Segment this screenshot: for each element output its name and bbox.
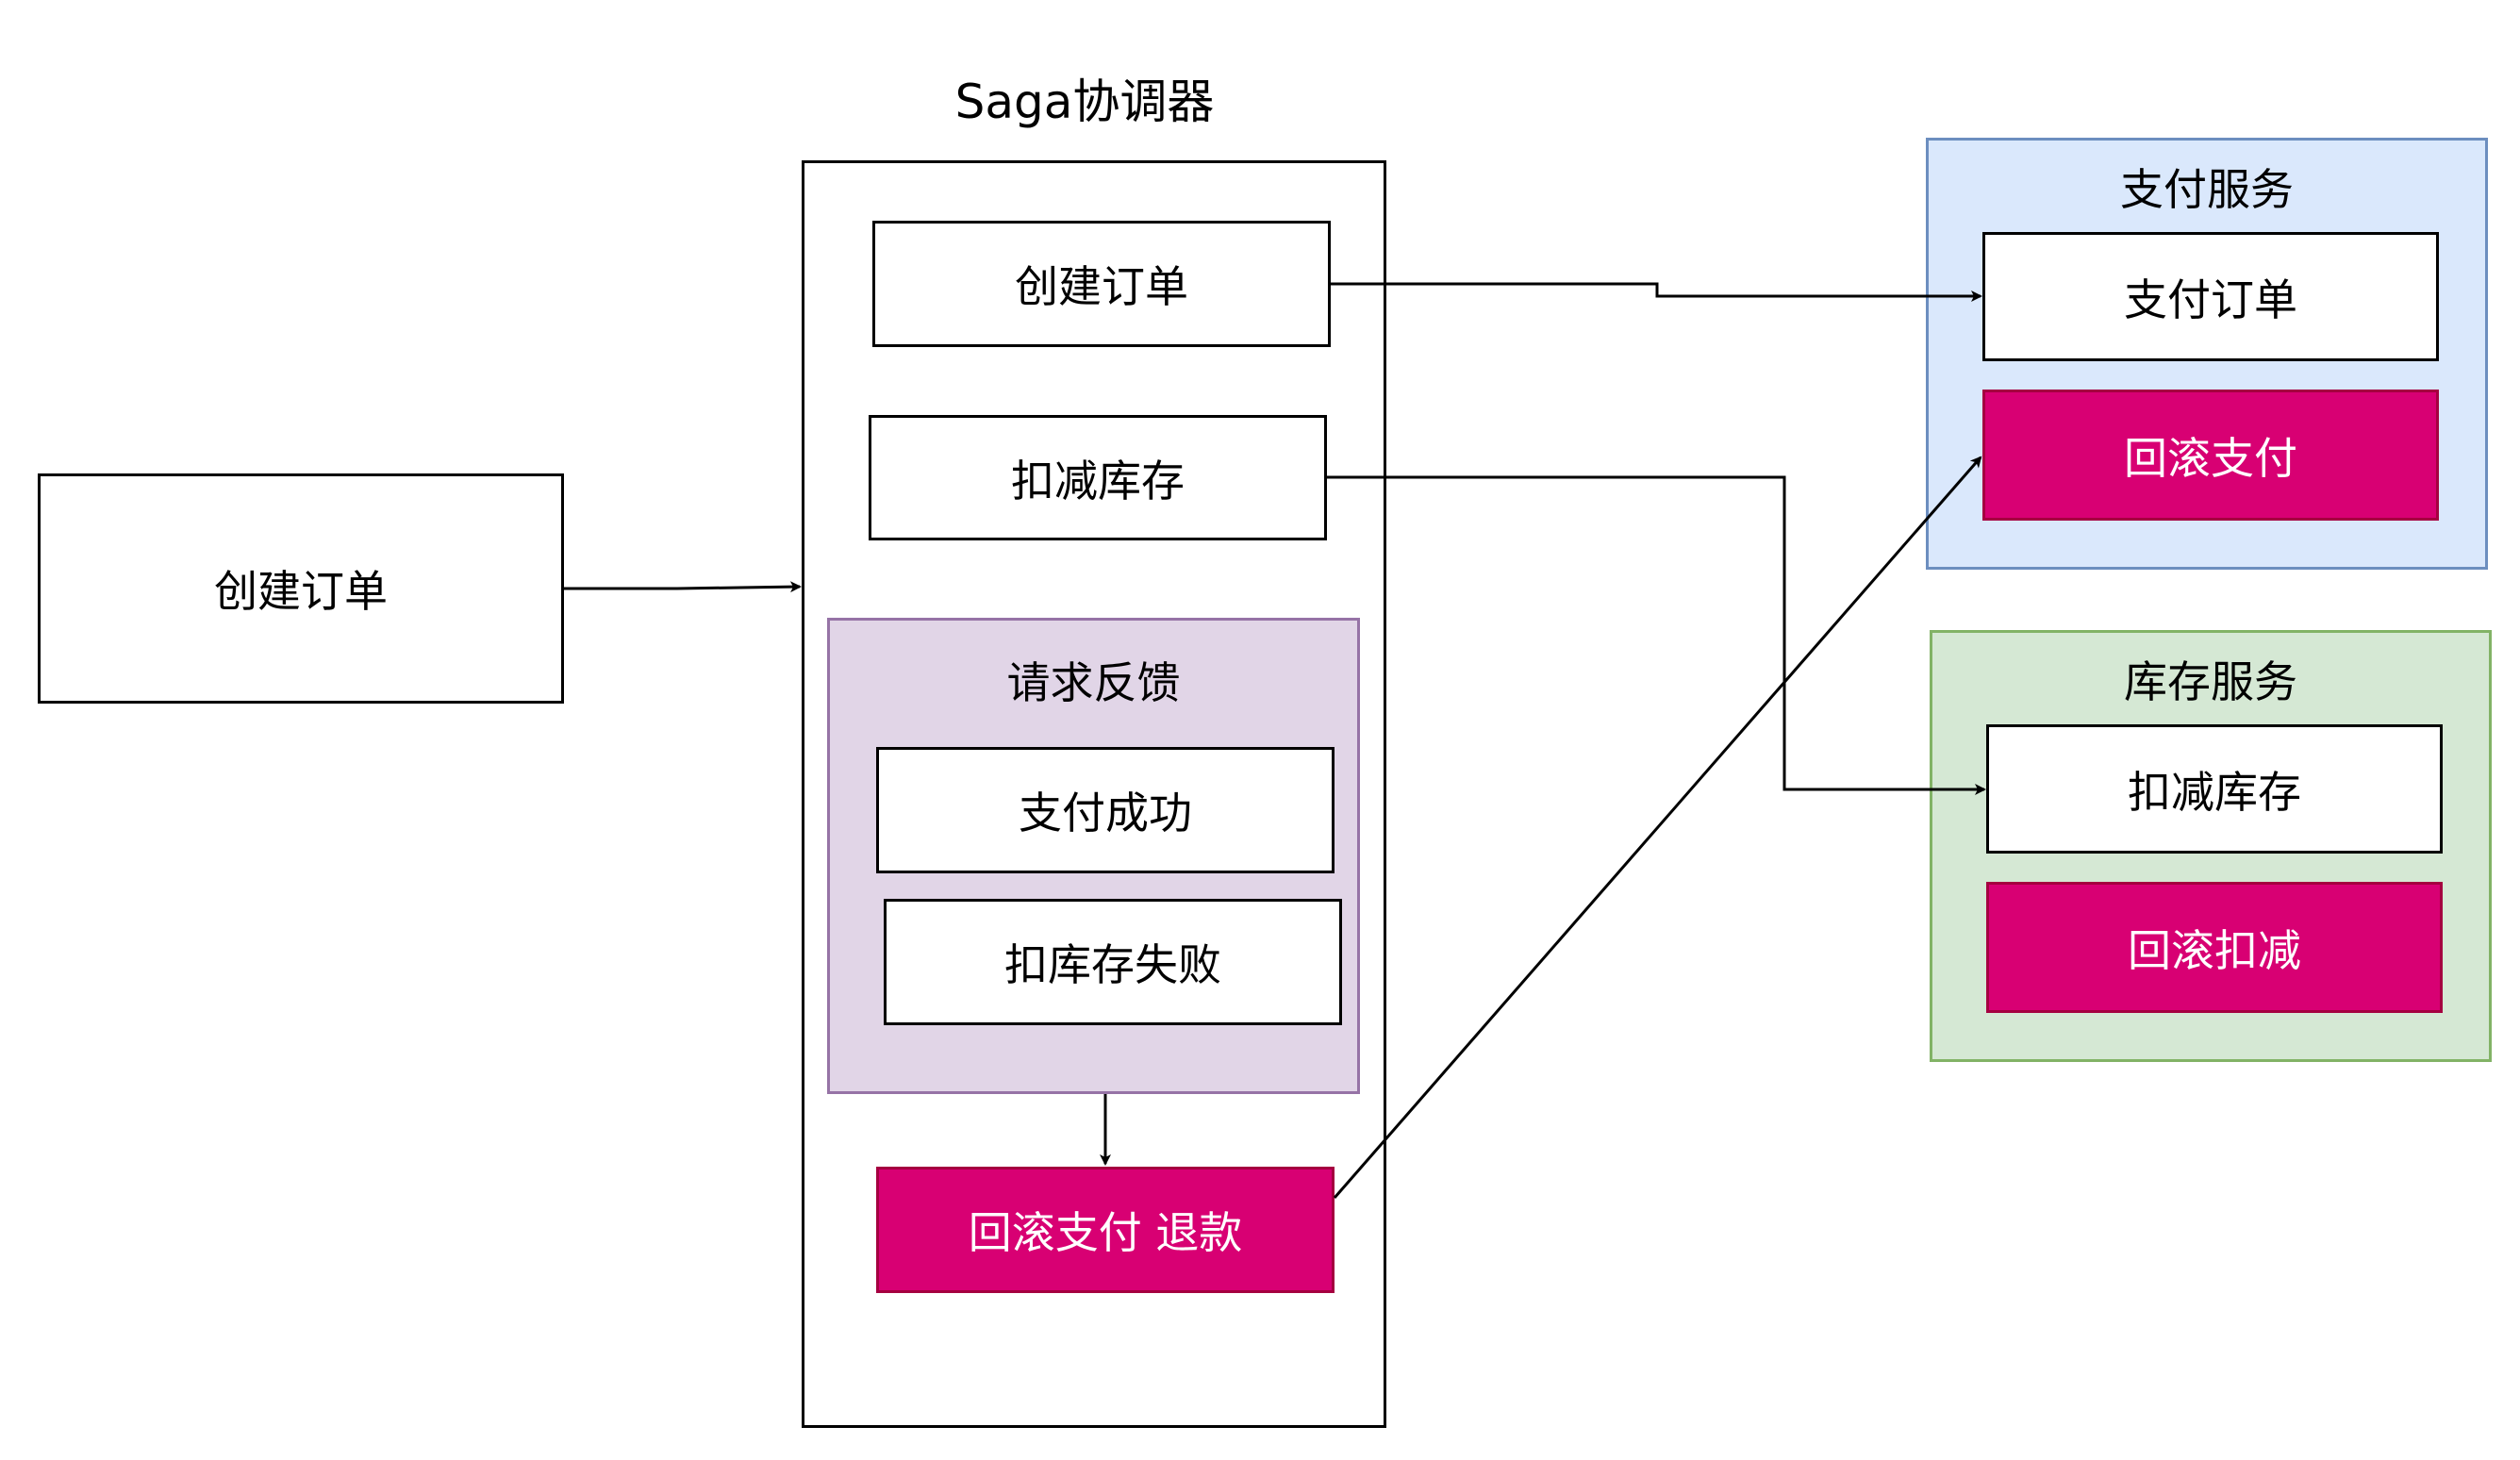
client-to-coordinator-arrow <box>564 581 802 593</box>
coordinator-title: Saga协调器 <box>954 75 1215 129</box>
client-create-order-node[interactable]: 创建订单 <box>38 473 564 704</box>
step-deduct-inventory-node[interactable]: 扣减库存 <box>869 415 1327 540</box>
client-create-order-label: 创建订单 <box>214 566 388 617</box>
rollback-deduction-label: 回滚扣减 <box>2128 924 2301 976</box>
rollback-deduction-node[interactable]: 回滚扣减 <box>1986 882 2443 1013</box>
inventory-service-title: 库存服务 <box>2124 656 2297 707</box>
rollback-payment-node[interactable]: 回滚支付 <box>1982 390 2439 521</box>
deduct-to-inventory-service-arrow <box>1327 475 1986 795</box>
rollback-payment-label: 回滚支付 <box>2124 432 2297 484</box>
payment-success-label: 支付成功 <box>1019 788 1192 838</box>
feedback-group-title: 请求反馈 <box>1006 657 1181 708</box>
inventory-failed-node[interactable]: 扣库存失败 <box>884 899 1342 1025</box>
pay-order-label: 支付订单 <box>2124 274 2297 325</box>
rollback-to-payment-rollback-arrow <box>1333 456 1982 1199</box>
service-deduct-inventory-node[interactable]: 扣减库存 <box>1986 724 2443 854</box>
rollback-refund-label: 回滚支付 退款 <box>968 1207 1243 1258</box>
rollback-refund-node[interactable]: 回滚支付 退款 <box>876 1167 1335 1293</box>
inventory-failed-label: 扣库存失败 <box>1004 939 1221 990</box>
create-order-to-pay-order-arrow <box>1331 282 1982 302</box>
payment-service-title: 支付服务 <box>2120 164 2294 215</box>
service-deduct-inventory-label: 扣减库存 <box>2128 766 2301 818</box>
payment-success-node[interactable]: 支付成功 <box>876 747 1335 873</box>
step-deduct-inventory-label: 扣减库存 <box>1011 455 1185 506</box>
step-create-order-label: 创建订单 <box>1015 261 1188 312</box>
pay-order-node[interactable]: 支付订单 <box>1982 232 2439 361</box>
step-create-order-node[interactable]: 创建订单 <box>872 221 1331 347</box>
